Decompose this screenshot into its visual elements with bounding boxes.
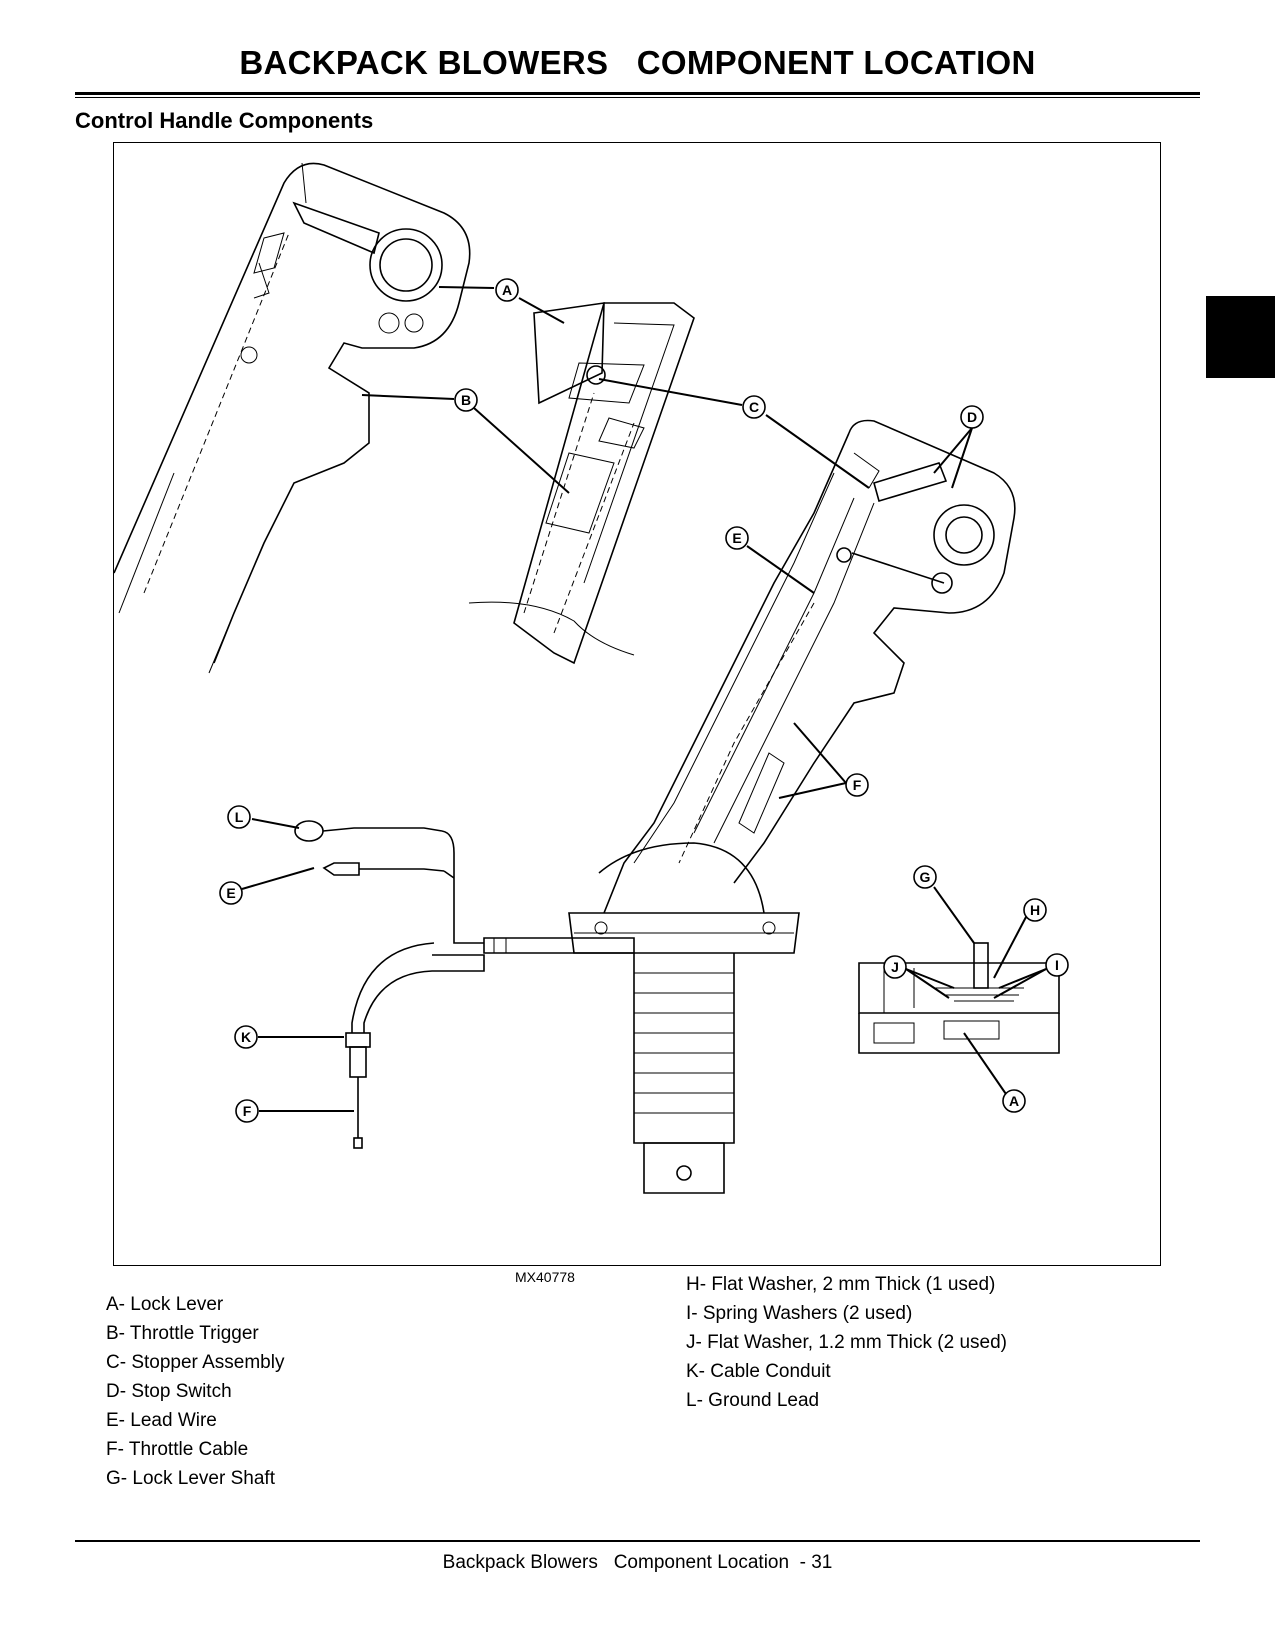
callout-l: L bbox=[227, 805, 251, 829]
callout-h-letter: H bbox=[1030, 902, 1040, 918]
legend-item-h: H- Flat Washer, 2 mm Thick (1 used) bbox=[686, 1274, 996, 1295]
callout-a-letter: A bbox=[502, 282, 512, 298]
callout-a: A bbox=[495, 278, 519, 302]
title-rule-thick bbox=[75, 92, 1200, 95]
control-handle-diagram: A B C D E F L E bbox=[114, 162, 1069, 1194]
legend-item-j: J- Flat Washer, 1.2 mm Thick (2 used) bbox=[686, 1332, 1007, 1353]
callout-e-upper: E bbox=[725, 526, 749, 550]
legend-left: A- Lock Lever B- Throttle Trigger C- Sto… bbox=[106, 1290, 284, 1493]
legend-item-l: L- Ground Lead bbox=[686, 1390, 820, 1411]
legend-item-e: E- Lead Wire bbox=[106, 1410, 217, 1431]
callout-f-upper: F bbox=[845, 773, 869, 797]
legend-right: H- Flat Washer, 2 mm Thick (1 used) I- S… bbox=[686, 1270, 1007, 1415]
legend-item-b: B- Throttle Trigger bbox=[106, 1323, 259, 1344]
handle-grip-drawing bbox=[568, 842, 800, 1194]
wires-cable-drawing bbox=[294, 820, 635, 1149]
callout-d: D bbox=[960, 405, 984, 429]
callout-e-upper-letter: E bbox=[732, 530, 741, 546]
callout-f-upper-letter: F bbox=[853, 777, 862, 793]
callout-d-letter: D bbox=[967, 409, 977, 425]
chapter-tab bbox=[1206, 296, 1275, 378]
page-title: BACKPACK BLOWERS COMPONENT LOCATION bbox=[239, 44, 1036, 81]
legend-item-d: D- Stop Switch bbox=[106, 1381, 232, 1402]
assembled-handle-drawing bbox=[114, 162, 635, 674]
legend-item-g: G- Lock Lever Shaft bbox=[106, 1468, 275, 1489]
callout-i-letter: I bbox=[1055, 957, 1059, 973]
section-heading: Control Handle Components bbox=[75, 108, 374, 133]
callout-h: H bbox=[1023, 898, 1047, 922]
callout-f-lower: F bbox=[235, 1099, 259, 1123]
figure-id: MX40778 bbox=[515, 1269, 575, 1285]
legend-item-k: K- Cable Conduit bbox=[686, 1361, 831, 1382]
callout-l-letter: L bbox=[235, 809, 244, 825]
footer-rule bbox=[75, 1540, 1200, 1542]
open-handle-drawing bbox=[603, 419, 1016, 914]
callout-j: J bbox=[883, 955, 907, 979]
legend-item-f: F- Throttle Cable bbox=[106, 1439, 249, 1460]
callout-f-lower-letter: F bbox=[243, 1103, 252, 1119]
trigger-housing-drawing bbox=[513, 302, 695, 665]
callout-c-letter: C bbox=[749, 399, 759, 415]
callout-k-letter: K bbox=[241, 1029, 251, 1045]
callout-a-lower-letter: A bbox=[1009, 1093, 1019, 1109]
callout-j-letter: J bbox=[891, 959, 899, 975]
page-footer: Backpack Blowers Component Location - 31 bbox=[442, 1552, 833, 1573]
legend-item-c: C- Stopper Assembly bbox=[106, 1352, 285, 1373]
callout-a-lower: A bbox=[1002, 1089, 1026, 1113]
callout-g: G bbox=[913, 865, 937, 889]
title-rule-thin bbox=[75, 97, 1200, 98]
legend-item-i: I- Spring Washers (2 used) bbox=[686, 1303, 913, 1324]
callout-c: C bbox=[742, 395, 766, 419]
callout-i: I bbox=[1045, 953, 1069, 977]
callout-e-lower-letter: E bbox=[226, 885, 235, 901]
callout-leaders bbox=[241, 286, 1047, 1112]
callout-k: K bbox=[234, 1025, 258, 1049]
callout-e-lower: E bbox=[219, 881, 243, 905]
callout-b: B bbox=[454, 388, 478, 412]
figure-frame: A B C D E F L E bbox=[113, 142, 1161, 1266]
callout-b-letter: B bbox=[461, 392, 471, 408]
legend-item-a: A- Lock Lever bbox=[106, 1294, 224, 1315]
lock-lever-inset-drawing bbox=[858, 942, 1060, 1054]
callout-g-letter: G bbox=[920, 869, 931, 885]
